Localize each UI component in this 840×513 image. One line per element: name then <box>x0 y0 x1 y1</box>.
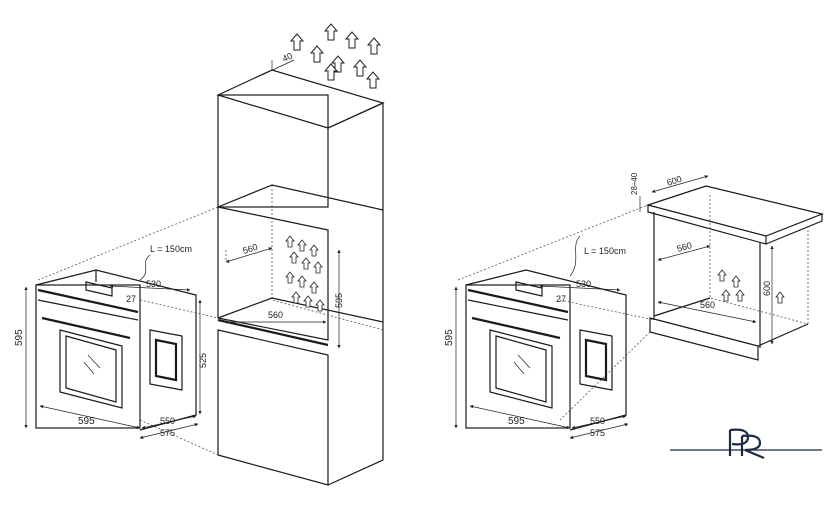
dim-niche-w-bottom: 560 <box>268 310 283 320</box>
oven-left <box>35 254 197 431</box>
oven-front <box>35 284 141 429</box>
cable-connector <box>85 281 113 297</box>
dim-depth-top: 530 <box>146 279 161 289</box>
airflow-arrow-icon <box>309 45 325 63</box>
dim-oven-width: 595 <box>508 416 525 427</box>
oven-handle <box>471 316 561 340</box>
oven-front <box>465 284 571 429</box>
airflow-arrow-icon <box>352 59 368 77</box>
oven-side-flange <box>149 329 183 391</box>
oven-niche <box>217 206 329 341</box>
plinth <box>649 317 759 361</box>
dim-niche-w-top: 560 <box>242 242 259 256</box>
oven-handle <box>41 316 131 340</box>
upper-door <box>217 94 329 208</box>
dim-oven-width: 595 <box>78 416 95 427</box>
dim-counter-niche-bottom: 560 <box>700 300 715 310</box>
dim-gap-top: 40 <box>261 51 295 76</box>
dim-step: 27 <box>126 294 136 304</box>
oven-right <box>465 235 627 431</box>
ventilation-arrows-niche <box>285 235 325 312</box>
airflow-arrow-icon <box>344 31 360 49</box>
dim-oven-height: 595 <box>14 329 25 346</box>
cabinet-side <box>327 102 384 486</box>
cable-length-label: L = 150cm <box>150 244 192 254</box>
dim-panel-height: 525 <box>198 353 208 368</box>
dim-step: 27 <box>556 294 566 304</box>
cable <box>569 235 581 277</box>
cable-length-label: L = 150cm <box>584 246 626 256</box>
worktop <box>645 185 824 237</box>
dim-depth-top: 530 <box>576 279 591 289</box>
oven-window <box>489 329 553 409</box>
oven-side-flange <box>579 329 613 391</box>
oven-window <box>59 329 123 409</box>
logo-mark <box>728 428 750 456</box>
dim-counter-thickness: 28÷40 <box>630 172 639 195</box>
dim-oven-height: 595 <box>444 329 455 346</box>
airflow-arrow-icon <box>365 71 381 89</box>
dim-niche-h: 595 <box>334 293 344 308</box>
dim-counter-niche-top: 560 <box>676 240 693 254</box>
tall-cabinet <box>216 69 385 486</box>
ventilation-arrows-counter <box>717 269 785 304</box>
dim-40: 40 <box>281 51 294 64</box>
airflow-arrow-icon <box>323 63 339 81</box>
brand-logo <box>670 428 822 460</box>
base-cabinet <box>645 185 824 361</box>
ventilation-arrows-top <box>289 23 382 89</box>
cable-connector <box>515 281 543 297</box>
dim-depth-575: 575 <box>160 428 175 438</box>
airflow-arrow-icon <box>289 33 305 51</box>
lower-door <box>217 329 329 486</box>
dim-counter-niche-h: 600 <box>762 281 772 296</box>
cable <box>139 254 151 281</box>
dim-depth-550: 550 <box>160 416 175 426</box>
cabinet-top <box>216 69 385 129</box>
airflow-arrow-icon <box>323 23 339 41</box>
dim-depth-550: 550 <box>590 416 605 426</box>
airflow-arrow-icon <box>366 37 382 55</box>
dim-depth-575: 575 <box>590 428 605 438</box>
dim-counter-depth: 600 <box>666 174 683 188</box>
